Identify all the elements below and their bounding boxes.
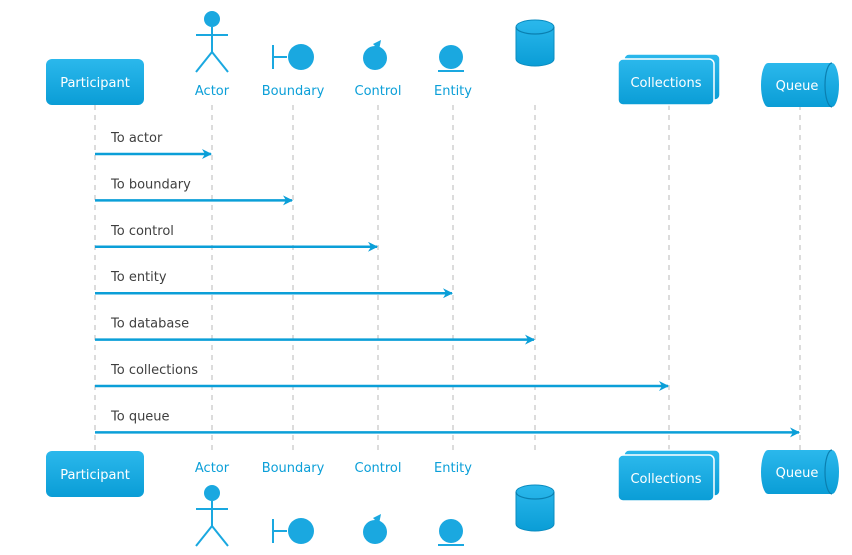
actor-label: Actor [195, 84, 230, 99]
message-label: To queue [110, 409, 170, 424]
participant-queue: Queue [761, 62, 839, 108]
boundary-icon [272, 44, 314, 70]
queue-label: Queue [776, 79, 819, 94]
participant-actor: Actor [195, 11, 230, 99]
collections-label: Collections [630, 76, 701, 91]
boundary-label: Boundary [262, 461, 325, 476]
participant-entity: Entity [434, 45, 472, 99]
entity-label: Entity [434, 461, 472, 476]
boundary-icon [272, 518, 314, 544]
participant-actor: Actor [195, 461, 230, 547]
participant-box [46, 451, 144, 497]
collections-label: Collections [630, 472, 701, 487]
entity-icon [438, 519, 464, 546]
collections-icon [617, 53, 721, 106]
participant-boundary: Boundary [262, 44, 325, 99]
message: To collections [95, 363, 669, 391]
message: To queue [95, 409, 800, 438]
control-icon [363, 40, 387, 70]
queue-icon [761, 449, 839, 495]
participant-control: Control [355, 461, 402, 544]
participant-participant: Participant [46, 59, 144, 105]
participant-box [46, 59, 144, 105]
message-label: To control [110, 224, 174, 239]
message: To entity [95, 270, 453, 299]
boundary-label: Boundary [262, 84, 325, 99]
message: To control [95, 224, 378, 252]
control-icon [363, 514, 387, 544]
participant-control: Control [355, 40, 402, 99]
message: To actor [95, 131, 212, 159]
database-icon [515, 19, 555, 67]
message-label: To boundary [110, 177, 191, 192]
message-label: To entity [110, 270, 167, 285]
actor-icon [195, 485, 229, 547]
control-label: Control [355, 461, 402, 476]
message: To boundary [95, 177, 293, 206]
queue-icon [761, 62, 839, 108]
participant-label: Participant [60, 468, 130, 483]
message: To database [95, 317, 535, 345]
participant-database [515, 19, 555, 67]
actor-label: Actor [195, 461, 230, 476]
participant-boundary: Boundary [262, 461, 325, 544]
entity-label: Entity [434, 84, 472, 99]
message-label: To collections [110, 363, 198, 378]
queue-label: Queue [776, 466, 819, 481]
message-label: To actor [110, 131, 163, 146]
participant-queue: Queue [761, 449, 839, 495]
messages: To actor To boundary To control To entityTo… [95, 131, 800, 438]
control-label: Control [355, 84, 402, 99]
participant-database [515, 484, 555, 532]
actor-icon [195, 11, 229, 73]
message-label: To database [110, 317, 189, 332]
participant-collections: Collections [617, 53, 721, 106]
participant-header-bottom: Participant Actor Boundary Control EntityCol… [46, 449, 839, 547]
lifelines [94, 105, 801, 451]
participant-participant: Participant [46, 451, 144, 497]
participant-entity: Entity [434, 461, 472, 546]
participant-collections: Collections [617, 449, 721, 502]
entity-icon [438, 45, 464, 72]
participant-label: Participant [60, 76, 130, 91]
collections-icon [617, 449, 721, 502]
database-icon [515, 484, 555, 532]
